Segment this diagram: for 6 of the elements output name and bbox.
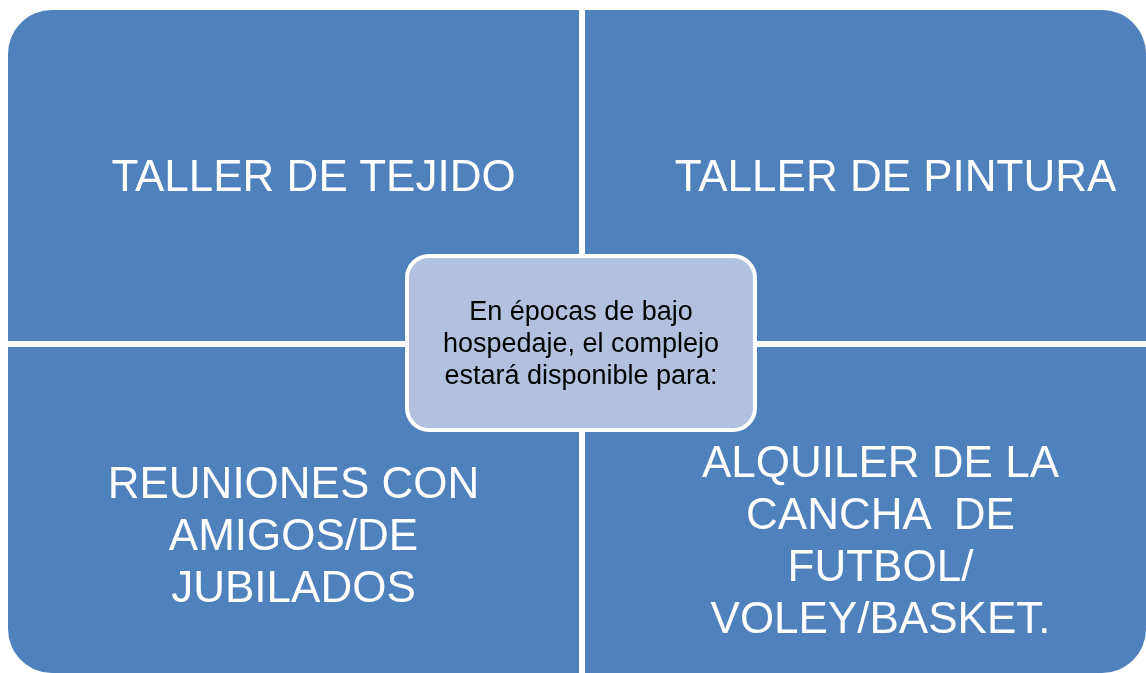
quadrant-text: TALLER DE PINTURA [674,149,1117,202]
center-box [405,254,757,432]
center-text: En épocas de bajo hospedaje, el complejo estará disponible para: [441,295,721,391]
quadrant-text: TALLER DE TEJIDO [111,149,516,202]
quadrant-text: REUNIONES CON AMIGOS/DE JUBILADOS [106,457,481,613]
quadrant-text: ALQUILER DE LA CANCHA DE FUTBOL/ VOLEY/BASKET. [701,436,1060,644]
